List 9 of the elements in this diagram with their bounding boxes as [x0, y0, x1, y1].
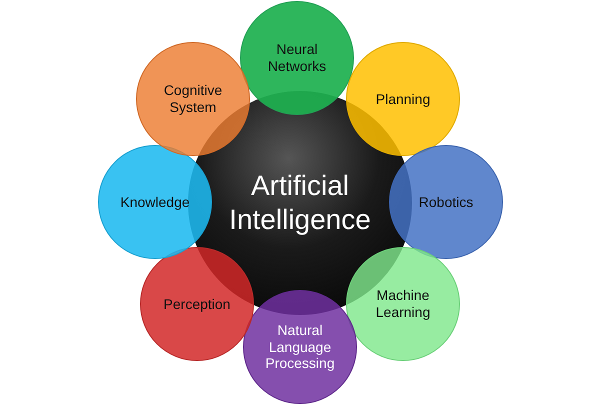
topic-label: Planning: [376, 90, 430, 108]
topic-label: Perception: [164, 296, 230, 312]
topic-label: Cognitive System: [162, 82, 224, 116]
topic-label: Natural Language Processing: [264, 322, 336, 372]
topic-label: Knowledge: [120, 194, 190, 210]
topic-label: Neural Networks: [266, 41, 328, 75]
topic-label: Robotics: [418, 194, 474, 210]
center-title: Artificial Intelligence: [228, 169, 372, 237]
topic-label: Machine Learning: [374, 287, 432, 321]
